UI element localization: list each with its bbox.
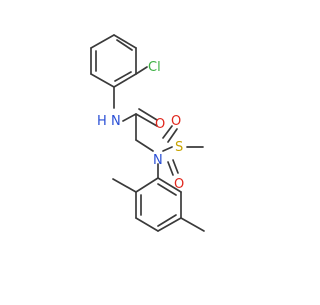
s-o-bond — [162, 125, 173, 139]
chlorine-label: Cl — [148, 60, 161, 75]
carbonyl-bond — [138, 108, 158, 121]
amide-hydrogen-label: H — [97, 114, 107, 129]
c-cl-bond — [135, 66, 148, 75]
ring2-bond — [135, 177, 159, 193]
ring2-bond — [157, 177, 182, 193]
molecule-canvas: Cl N H O S O O N — [90, 34, 205, 232]
ring2-bond — [157, 217, 182, 232]
ring1-bond — [90, 34, 115, 49]
bond-layer — [90, 34, 205, 232]
sulfonamide-nitrogen-label: N — [153, 153, 163, 168]
sulfonyl-oxygen-upper-label: O — [171, 114, 181, 129]
ring1-inner-bond — [116, 39, 133, 51]
methyl-bond — [112, 178, 137, 193]
ring2-bond — [135, 217, 159, 232]
carbonyl-bond — [135, 113, 158, 127]
methyl-bond — [180, 217, 205, 232]
carbonyl-oxygen-label: O — [155, 117, 165, 132]
ring2-inner-bond — [157, 214, 177, 227]
ring2-inner-bond — [157, 183, 177, 196]
s-o-bond — [167, 161, 174, 176]
atom-label-layer: Cl N H O S O O N — [97, 60, 184, 192]
ring1-bond — [113, 73, 137, 88]
amide-nitrogen-label: N — [111, 114, 121, 129]
c-n-bond — [135, 139, 154, 152]
n-c-bond — [122, 113, 137, 122]
ring1-bond — [113, 34, 137, 49]
ring1-bond — [90, 73, 115, 88]
sulfonyl-oxygen-lower-label: O — [174, 177, 184, 192]
n-s-bond — [162, 146, 173, 152]
molecule-structure: Cl N H O S O O N — [90, 34, 205, 232]
ring1-inner-bond — [114, 71, 132, 82]
s-o-bond — [172, 159, 179, 174]
s-o-bond — [167, 128, 178, 143]
sulfur-label: S — [175, 140, 183, 155]
